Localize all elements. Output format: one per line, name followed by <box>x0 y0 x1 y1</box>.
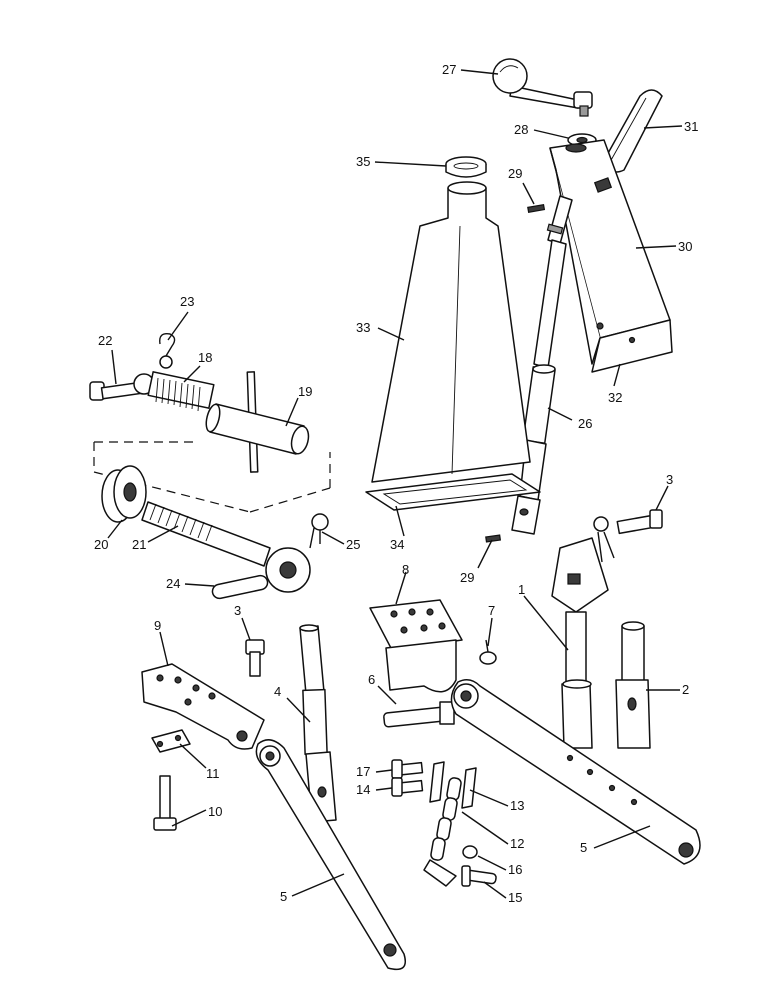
callout-30: 30 <box>678 239 692 254</box>
part-20-spacer <box>101 465 147 523</box>
part-29-pin-upper <box>527 203 546 214</box>
part-13-side-plates <box>429 761 477 809</box>
leader-lines <box>107 69 683 899</box>
callout-15: 15 <box>508 890 522 905</box>
callout-26: 26 <box>578 416 592 431</box>
part-12-chain <box>423 777 462 887</box>
callout-9: 9 <box>154 618 161 633</box>
part-19-t-bar <box>205 371 310 473</box>
part-17-bolt <box>391 759 424 779</box>
part-16-clip <box>462 845 478 859</box>
part-18-threaded-stud <box>133 371 215 412</box>
part-1-lift-rod <box>551 516 615 749</box>
callout-29-lower: 29 <box>460 570 474 585</box>
callout-17: 17 <box>356 764 370 779</box>
part-5-lower-link-right <box>450 679 701 865</box>
callout-33: 33 <box>356 320 370 335</box>
part-21-threaded-rod <box>141 501 311 593</box>
callout-23: 23 <box>180 294 194 309</box>
part-9-mounting-plate <box>141 663 265 750</box>
part-25-clip <box>309 513 329 549</box>
callout-20: 20 <box>94 537 108 552</box>
callout-21: 21 <box>132 537 146 552</box>
callout-24: 24 <box>166 576 180 591</box>
callout-8: 8 <box>402 562 409 577</box>
part-5-lower-link-left <box>255 739 406 971</box>
part-8-bracket <box>369 599 463 693</box>
callout-1: 1 <box>518 582 525 597</box>
callout-14: 14 <box>356 782 370 797</box>
part-3-bolt-middle <box>245 639 265 677</box>
callout-5-left: 5 <box>280 889 287 904</box>
callout-6: 6 <box>368 672 375 687</box>
part-14-bolt <box>391 777 424 797</box>
callout-7: 7 <box>488 603 495 618</box>
callout-31: 31 <box>684 119 698 134</box>
callout-16: 16 <box>508 862 522 877</box>
callout-labels: 27 28 31 35 29 30 23 33 22 18 32 19 26 3… <box>94 62 698 905</box>
part-4-check-link <box>299 624 337 823</box>
callout-3-middle: 3 <box>234 603 241 618</box>
callout-18: 18 <box>198 350 212 365</box>
callout-12: 12 <box>510 836 524 851</box>
callout-19: 19 <box>298 384 312 399</box>
part-3-bolt-upper <box>616 509 663 535</box>
callout-32: 32 <box>608 390 622 405</box>
callout-25: 25 <box>346 537 360 552</box>
callout-28: 28 <box>514 122 528 137</box>
callout-13: 13 <box>510 798 524 813</box>
part-10-bolt <box>153 775 177 831</box>
callout-35: 35 <box>356 154 370 169</box>
callout-10: 10 <box>208 804 222 819</box>
callout-3-upper: 3 <box>666 472 673 487</box>
dashed-group-outline <box>93 441 331 513</box>
callout-34: 34 <box>390 537 404 552</box>
part-30-housing <box>549 139 673 373</box>
part-24-pin <box>211 574 269 600</box>
part-23-r-clip <box>159 333 176 369</box>
part-11-clip-plate <box>151 729 191 753</box>
part-35-knob <box>445 156 487 178</box>
callout-2: 2 <box>682 682 689 697</box>
part-27-crank-handle <box>492 58 593 117</box>
callout-11: 11 <box>206 766 220 781</box>
callout-22: 22 <box>98 333 112 348</box>
part-7-clip <box>479 639 497 665</box>
callout-27: 27 <box>442 62 456 77</box>
part-6-pin <box>383 701 455 728</box>
part-29-pin-lower <box>485 534 502 543</box>
part-33-gaiter <box>371 181 531 483</box>
callout-29-upper: 29 <box>508 166 522 181</box>
part-2-clevis <box>615 621 651 749</box>
part-34-gasket <box>365 473 541 511</box>
part-15-pin <box>461 865 497 887</box>
callout-4: 4 <box>274 684 281 699</box>
callout-5-right: 5 <box>580 840 587 855</box>
